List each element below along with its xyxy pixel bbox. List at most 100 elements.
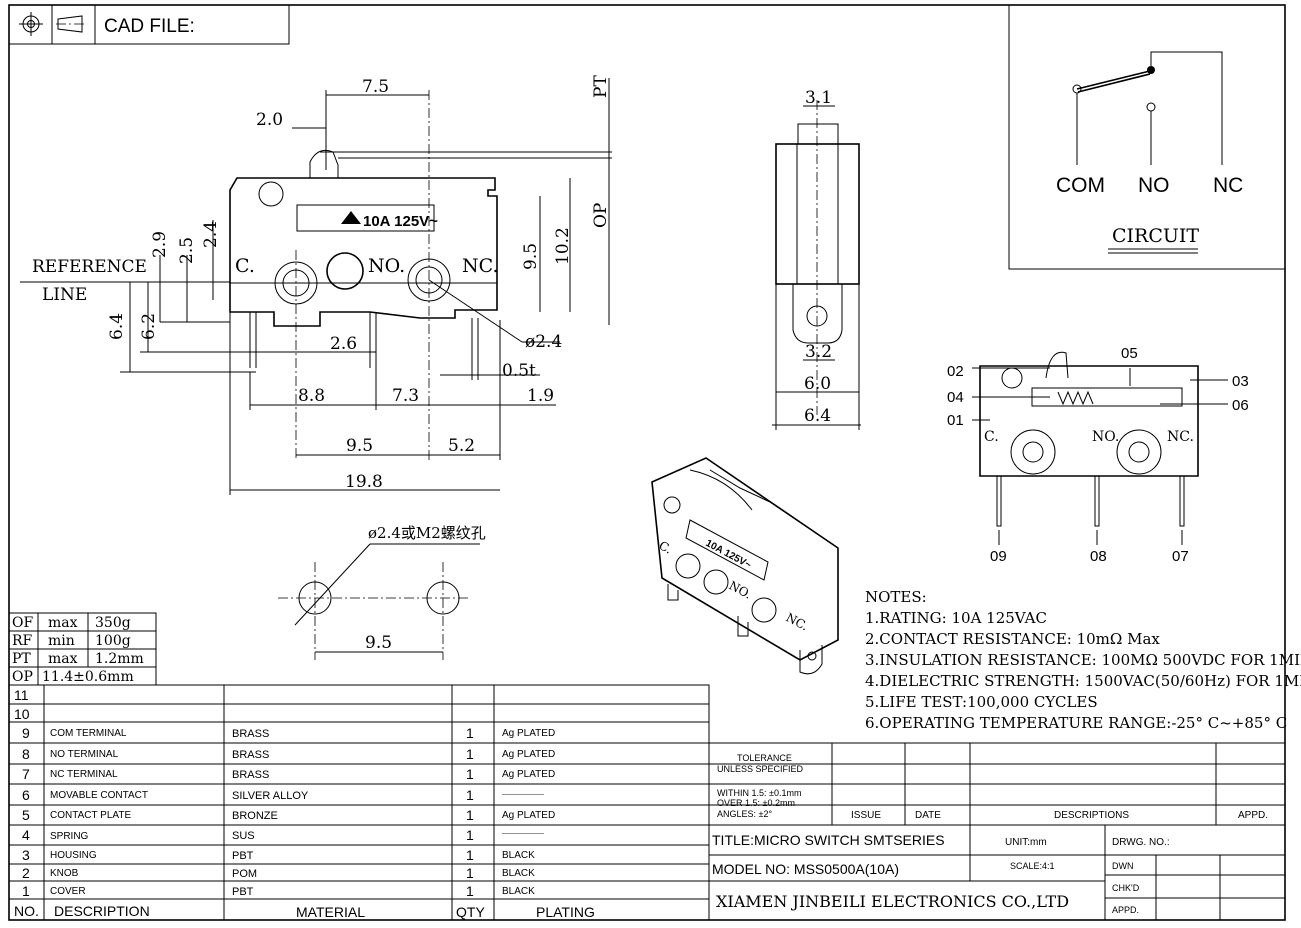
bom-plating-4: ———————	[502, 831, 544, 837]
bom-desc-4: SPRING	[50, 831, 89, 842]
bom-no-7: 7	[22, 766, 30, 782]
callout-01: 01	[947, 412, 964, 429]
tolerance-line-1: TOLERANCE	[737, 753, 792, 763]
circuit-label-com: COM	[1056, 174, 1105, 197]
callout-09: 09	[990, 548, 1007, 565]
front-mark-c: C.	[235, 255, 255, 277]
bom-desc-8: NO TERMINAL	[50, 749, 119, 760]
bom-qty-4: 1	[466, 827, 474, 843]
cad-header: CAD FILE:	[8, 4, 290, 45]
title-block: TOLERANCE UNLESS SPECIFIED WITHIN 1.5: ±…	[708, 742, 1286, 921]
force-val-of: 350g	[95, 615, 131, 631]
nc-contact-dot	[1147, 66, 1155, 74]
internal-spring	[1057, 390, 1094, 406]
dwn-label: DWN	[1112, 861, 1134, 871]
callout-02: 02	[947, 363, 964, 380]
notes-block: NOTES: 1.RATING: 10A 125VAC 2.CONTACT RE…	[865, 588, 1301, 732]
dim-2-5: 2.5	[177, 237, 197, 264]
force-key-pt: PT	[12, 651, 31, 667]
internal-mark-c: C.	[984, 429, 999, 445]
company-name: XIAMEN JINBEILI ELECTRONICS CO.,LTD	[716, 892, 1069, 911]
bom-header-qty: QTY	[456, 904, 485, 920]
bom-no-6: 6	[22, 787, 30, 803]
dim-9-5-vertical: 9.5	[521, 243, 541, 270]
side-terminal	[792, 284, 843, 344]
internal-body-outline	[979, 365, 1199, 477]
bom-plating-1: BLACK	[502, 886, 535, 897]
bom-no-11: 11	[14, 687, 29, 703]
force-mode-rf: min	[48, 633, 75, 649]
bom-qty-7: 1	[466, 766, 474, 782]
force-val-op: 11.4±0.6mm	[42, 669, 134, 685]
bom-qty-3: 1	[466, 847, 474, 863]
circuit-label-nc: NC	[1213, 174, 1243, 197]
front-rating-text: 10A 125V~	[363, 213, 438, 230]
tolerance-line-2: UNLESS SPECIFIED	[717, 764, 804, 774]
iso-rating-text: 10A 125V~	[704, 538, 753, 571]
dim-7-5: 7.5	[362, 77, 389, 97]
isometric-view: 10A 125V~ C. NO. NC.	[651, 457, 839, 675]
front-view: 10A 125V~ C. NO. NC.	[20, 75, 612, 495]
bom-qty-9: 1	[466, 725, 474, 741]
iso-mark-c: C.	[657, 538, 675, 556]
bom-qty-2: 1	[466, 865, 474, 881]
within-line: WITHIN 1.5: ±0.1mm	[717, 788, 801, 798]
note-6: 6.OPERATING TEMPERATURE RANGE:-25° C~+85…	[865, 714, 1287, 732]
chkd-label: CHK'D	[1112, 883, 1140, 893]
force-val-rf: 100g	[95, 633, 131, 649]
bom-no-10: 10	[14, 706, 30, 722]
bom-no-3: 3	[22, 847, 30, 863]
bom-qty-1: 1	[466, 883, 474, 899]
warning-triangle-icon	[341, 211, 361, 224]
rev-header-date: DATE	[915, 810, 941, 821]
force-table: OF max 350g RF min 100g PT max 1.2mm OP …	[8, 612, 157, 686]
bom-mat-3: PBT	[232, 850, 254, 862]
bom-header-no: NO.	[14, 903, 39, 919]
bom-mat-8: BRASS	[232, 749, 269, 761]
hole-pattern-view: ø2.4或M2螺纹孔 9.5	[278, 524, 486, 660]
circuit-box: COM NO NC CIRCUIT	[1008, 4, 1286, 270]
bom-desc-2: KNOB	[50, 868, 79, 879]
internal-mark-no: NO.	[1092, 429, 1119, 445]
force-key-rf: RF	[12, 633, 33, 649]
callout-04: 04	[947, 389, 964, 406]
actuator-knob	[309, 149, 339, 178]
bom-table: 11 10 9 COM TERMINAL BRASS 1 Ag PLATED 8…	[8, 684, 710, 921]
dim-10-2: 10.2	[553, 227, 573, 265]
bom-qty-5: 1	[466, 807, 474, 823]
bom-desc-6: MOVABLE CONTACT	[50, 790, 148, 801]
model-number: MODEL NO: MSS0500A(10A)	[712, 861, 899, 877]
rev-header-issue: ISSUE	[851, 810, 881, 821]
bom-desc-1: COVER	[50, 886, 86, 897]
drawing-number-label: DRWG. NO.:	[1112, 837, 1170, 848]
unit-label: UNIT:mm	[1005, 837, 1047, 848]
dim-8-8: 8.8	[298, 386, 325, 406]
dim-6-4: 6.4	[107, 313, 127, 340]
bom-mat-7: BRASS	[232, 769, 269, 781]
hole-note: ø2.4或M2螺纹孔	[368, 524, 486, 542]
first-angle-projection-icon	[19, 12, 86, 36]
bom-mat-5: BRONZE	[232, 810, 278, 822]
note-5: 5.LIFE TEST:100,000 CYCLES	[865, 693, 1098, 711]
bom-plating-2: BLACK	[502, 868, 535, 879]
rev-header-descriptions: DESCRIPTIONS	[1054, 810, 1129, 821]
dim-2-0: 2.0	[256, 110, 283, 130]
bom-no-1: 1	[22, 883, 30, 899]
force-key-op: OP	[12, 669, 33, 685]
bom-plating-3: BLACK	[502, 850, 535, 861]
pt-label: PT	[591, 75, 611, 98]
bom-mat-4: SUS	[232, 830, 255, 842]
side-dim-6-0: 6.0	[804, 374, 831, 394]
circuit-label-no: NO	[1138, 174, 1170, 197]
bom-desc-9: COM TERMINAL	[50, 728, 127, 739]
side-actuator	[797, 123, 839, 145]
force-val-pt: 1.2mm	[95, 651, 144, 667]
cad-file-label: CAD FILE:	[104, 16, 195, 37]
bom-plating-6: ———————	[502, 792, 544, 798]
appd-label: APPD.	[1112, 905, 1139, 915]
bom-plating-9: Ag PLATED	[502, 728, 555, 739]
force-key-of: OF	[12, 615, 33, 631]
over-line: OVER 1.5: ±0.2mm	[717, 798, 795, 808]
bom-no-8: 8	[22, 746, 30, 762]
rating-label-box	[296, 204, 435, 232]
